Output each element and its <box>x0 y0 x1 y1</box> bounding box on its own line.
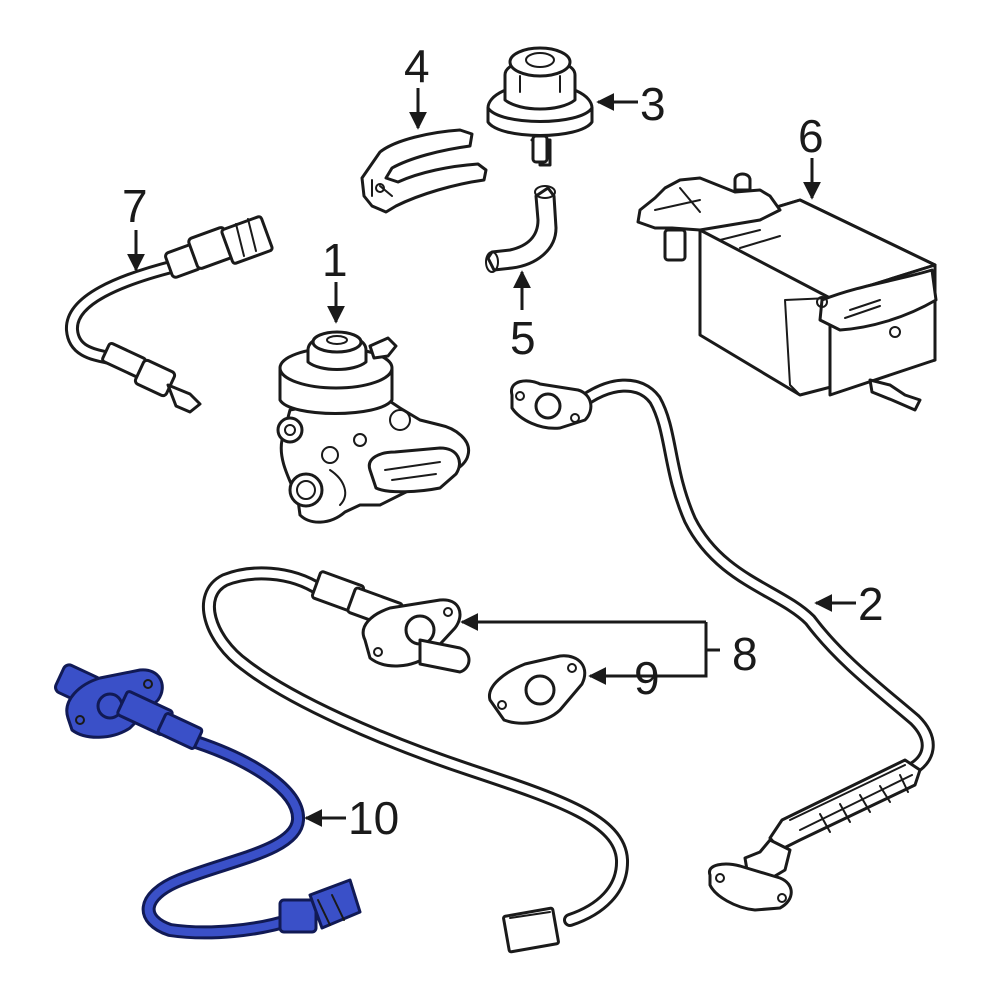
part-4-bracket[interactable] <box>360 128 488 214</box>
callout-8: 8 <box>460 613 758 680</box>
part-5-vacuum-hose[interactable] <box>485 185 558 273</box>
part-6-charcoal-canister[interactable] <box>636 172 938 412</box>
callout-label: 9 <box>634 652 660 704</box>
callout-6: 6 <box>798 110 824 200</box>
callout-2: 2 <box>814 578 884 630</box>
callout-1: 1 <box>322 234 348 324</box>
part-2-egr-tube[interactable] <box>510 378 935 912</box>
callout-label: 6 <box>798 110 824 162</box>
part-7-oxygen-sensor[interactable] <box>65 215 274 414</box>
callout-label: 10 <box>348 792 399 844</box>
part-8-rear-sensor[interactable] <box>202 566 629 954</box>
callout-3: 3 <box>596 78 666 130</box>
callout-label: 8 <box>732 628 758 680</box>
callout-5: 5 <box>510 270 536 364</box>
callout-7: 7 <box>122 180 148 272</box>
part-9-gasket[interactable] <box>488 654 587 725</box>
callout-label: 7 <box>122 180 148 232</box>
part-1-egr-valve[interactable] <box>276 330 471 524</box>
callout-4: 4 <box>404 40 430 130</box>
callout-label: 1 <box>322 234 348 286</box>
callout-label: 2 <box>858 578 884 630</box>
callout-10: 10 <box>304 792 399 844</box>
callout-label: 4 <box>404 40 430 92</box>
callout-label: 5 <box>510 312 536 364</box>
part-10-oxygen-sensor-highlighted[interactable] <box>54 663 362 940</box>
callout-9: 9 <box>588 652 660 704</box>
callout-label: 3 <box>640 78 666 130</box>
part-3-vacuum-modulator[interactable] <box>486 46 594 167</box>
